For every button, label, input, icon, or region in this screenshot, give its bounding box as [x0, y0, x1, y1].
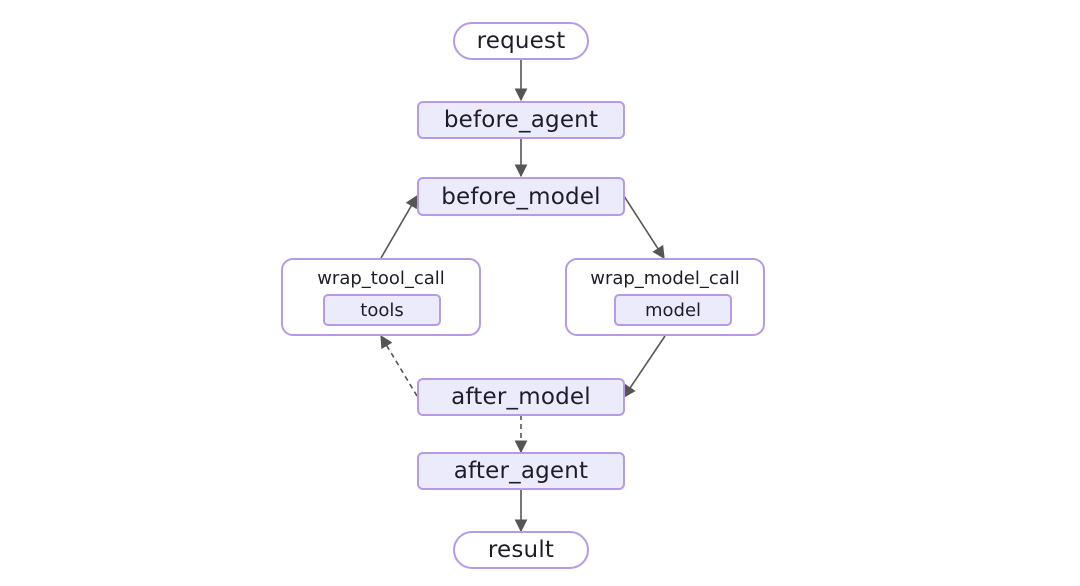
node-before-model: before_model: [417, 177, 625, 216]
node-result: result: [453, 531, 589, 569]
edge-after-model-to-wrap-tool-call: [380, 334, 418, 397]
edge-before-model-to-wrap-model-call: [623, 195, 665, 260]
group-wrap-tool-call-label: wrap_tool_call: [317, 268, 445, 289]
node-before-model-label: before_model: [441, 183, 601, 210]
edge-wrap-model-call-to-after-model: [623, 335, 666, 399]
node-after-agent-label: after_agent: [453, 458, 589, 484]
group-wrap-tool-call: wrap_tool_call tools: [281, 258, 481, 336]
node-tools-label: tools: [360, 299, 404, 321]
node-request-label: request: [476, 28, 566, 54]
node-result-label: result: [487, 537, 555, 563]
node-after-model: after_model: [417, 378, 625, 416]
node-model-label: model: [644, 299, 702, 321]
node-after-agent: after_agent: [417, 452, 625, 490]
edge-wrap-tool-call-to-before-model: [380, 194, 418, 259]
node-after-model-label: after_model: [451, 384, 591, 410]
node-request: request: [453, 22, 589, 60]
group-wrap-model-call-label: wrap_model_call: [590, 268, 740, 289]
node-before-agent-label: before_agent: [443, 107, 599, 133]
node-tools: tools: [323, 294, 441, 326]
node-before-agent: before_agent: [417, 101, 625, 139]
node-model: model: [614, 294, 732, 326]
group-wrap-model-call: wrap_model_call model: [565, 258, 765, 336]
